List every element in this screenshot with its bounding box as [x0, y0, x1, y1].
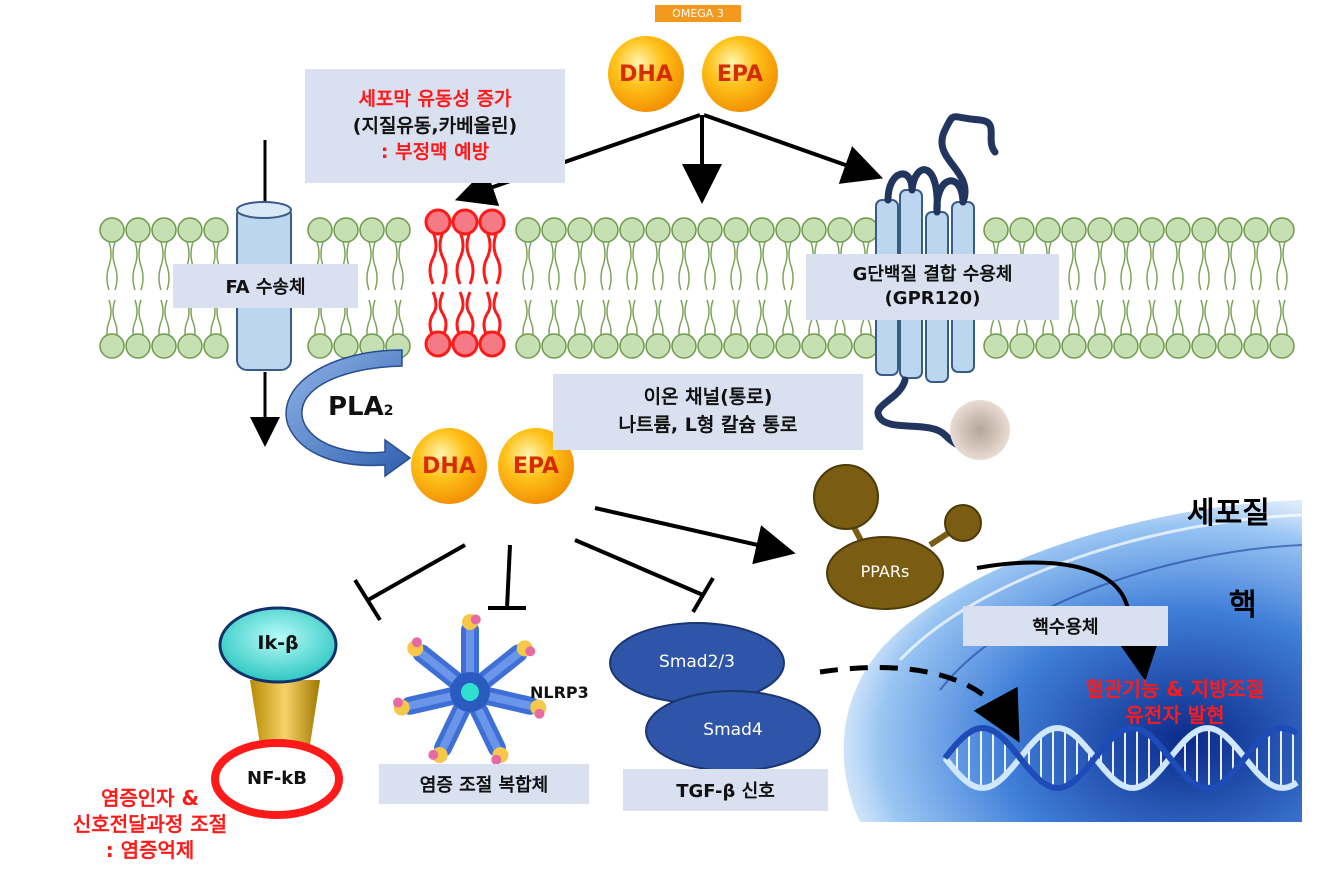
- membrane-fluidity-detail: (지질유동,카베올린): [352, 114, 518, 137]
- ion-channel-title: 이온 채널(통로): [643, 386, 773, 409]
- epa-label: EPA: [716, 61, 764, 87]
- pla2-main: PLA: [328, 392, 384, 422]
- membrane-fluidity-title: 세포막 유동성 증가: [358, 88, 512, 111]
- ion-channel-detail: 나트륨, L형 칼슘 통로: [618, 414, 798, 436]
- nlrp3-label: NLRP3: [530, 683, 589, 702]
- dha-molecule-top: DHA: [608, 36, 684, 112]
- membrane-fluidity-effect: : 부정맥 예방: [380, 141, 490, 164]
- cytoplasm-label: 세포질: [1187, 496, 1270, 531]
- dha-label: DHA: [619, 61, 673, 87]
- epa-label: EPA: [512, 453, 560, 479]
- red-phospholipids-graphic: [424, 208, 506, 358]
- smad-dashed-arrow: [819, 665, 1020, 743]
- epa-molecule-top: EPA: [702, 36, 778, 112]
- fa-transporter-label: FA 수송체: [173, 264, 358, 308]
- inflammation-regulation-text: 염증인자 & 신호전달과정 조절 : 염증억제: [25, 785, 275, 863]
- inflammation-line3: : 염증억제: [105, 838, 195, 862]
- ppars-label: PPARs: [860, 562, 910, 581]
- ion-channel-box: 이온 채널(통로) 나트륨, L형 칼슘 통로: [553, 374, 863, 450]
- inflammation-line1: 염증인자 &: [100, 786, 199, 810]
- nucleus-label: 핵: [1229, 588, 1257, 623]
- pla2-curved-arrow: [285, 349, 412, 478]
- inflammation-line2: 신호전달과정 조절: [72, 812, 228, 836]
- nlrp3-inflammasome-graphic: [393, 614, 547, 765]
- nfkb-complex-graphic: [211, 606, 343, 819]
- dha-label: DHA: [422, 453, 476, 479]
- smad23-label: Smad2/3: [659, 652, 735, 672]
- dha-molecule-middle: DHA: [411, 428, 487, 504]
- membrane-fluidity-box: 세포막 유동성 증가 (지질유동,카베올린) : 부정맥 예방: [305, 69, 565, 183]
- inflammasome-box: 염증 조절 복합체: [379, 764, 589, 804]
- cell-membrane-graphic: [99, 217, 1295, 359]
- nuclear-receptor-box: 핵수용체: [963, 606, 1168, 646]
- pla2-subscript: 2: [383, 403, 394, 419]
- nfkb-label: NF-kB: [247, 768, 307, 789]
- pla2-label: PLA2: [328, 392, 394, 422]
- tgf-beta-box: TGF-β 신호: [623, 769, 828, 811]
- gene-expression-line1: 혈관기능 & 지방조절: [1085, 677, 1265, 701]
- smad-graphic: [609, 622, 821, 772]
- gpcr-subtitle: (GPR120): [884, 288, 981, 309]
- smad4-label: Smad4: [703, 720, 763, 740]
- inhibition-lines: [353, 506, 796, 622]
- gene-expression-line2: 유전자 발현: [1125, 703, 1225, 727]
- gpcr-label-box: G단백질 결합 수용체 (GPR120): [806, 254, 1059, 320]
- ikb-label: Ik-β: [257, 632, 299, 654]
- gene-expression-text: 혈관기능 & 지방조절 유전자 발현: [1040, 676, 1310, 728]
- gpcr-title: G단백질 결합 수용체: [852, 263, 1013, 285]
- omega3-badge: OMEGA 3: [655, 5, 741, 22]
